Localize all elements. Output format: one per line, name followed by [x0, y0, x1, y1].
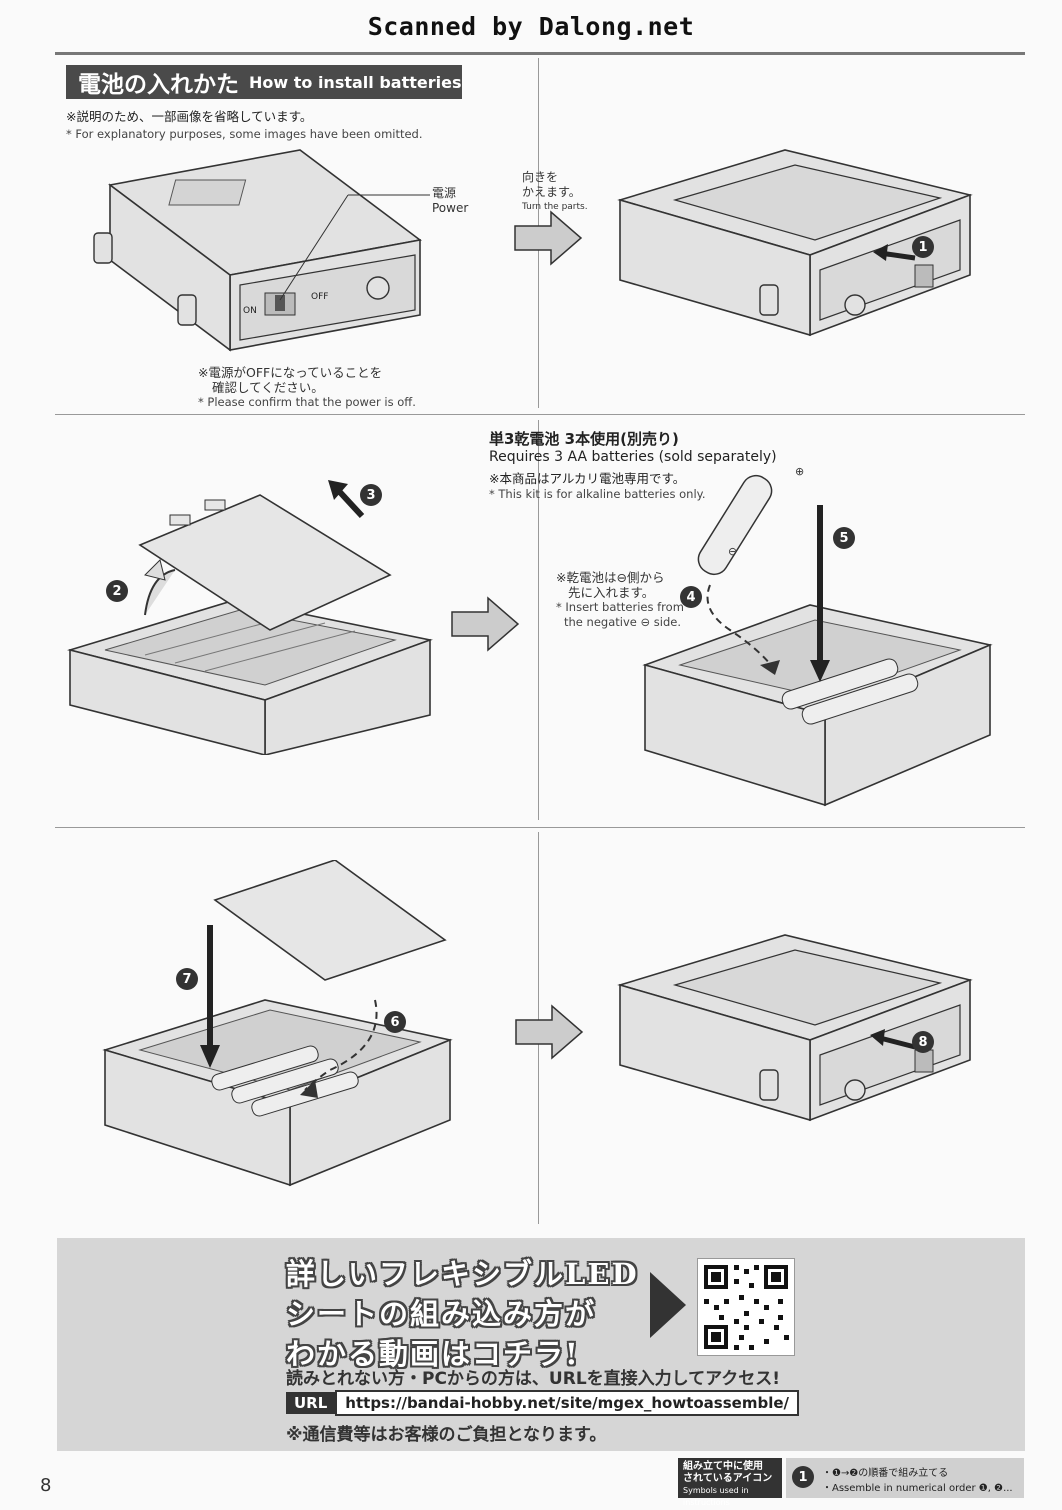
step-8-badge: 8 — [912, 1031, 934, 1053]
banner-headline-1: 詳しいフレキシブルLED — [286, 1257, 639, 1291]
step-4-badge: 4 — [680, 586, 702, 608]
url-label: URL — [286, 1392, 336, 1414]
legend-title: 組み立て中に使用 されているアイコン Symbols used in instr… — [678, 1458, 782, 1507]
insert-note-jp-1: ※乾電池は⊖側から — [556, 570, 665, 585]
omit-note: ※説明のため、一部画像を省略しています。 * For explanatory p… — [66, 106, 486, 141]
divider-horizontal-2 — [55, 827, 1025, 828]
power-label-en: Power — [432, 201, 469, 215]
remove-cover-illustration — [67, 494, 433, 755]
next-arrow-icon-3 — [515, 1004, 584, 1060]
turn-note-jp-1: 向きを — [522, 170, 559, 184]
battery-requirements: 単3乾電池 3本使用(別売り) Requires 3 AA batteries … — [489, 428, 777, 501]
svg-text:⊕: ⊕ — [795, 465, 804, 478]
power-label-jp: 電源 — [432, 186, 457, 200]
legend-title-en: Symbols used in instructions — [683, 1486, 749, 1507]
step-7-badge: 7 — [176, 968, 198, 990]
insert-batteries-illustration: ⊖ ⊕ — [642, 465, 993, 807]
switch-on-label: ON — [243, 306, 257, 316]
turn-note: 向きを かえます。 Turn the parts. — [522, 170, 588, 215]
legend-badge: 1 — [792, 1466, 814, 1488]
divider-vertical-2 — [538, 420, 539, 820]
divider-horizontal-1 — [55, 414, 1025, 415]
section-title: 電池の入れかた How to install batteries — [66, 65, 462, 99]
battery-req-en: Requires 3 AA batteries (sold separately… — [489, 449, 777, 465]
legend-title-jp-1: 組み立て中に使用 — [683, 1461, 763, 1472]
omit-note-en: * For explanatory purposes, some images … — [66, 127, 423, 141]
page-number: 8 — [40, 1475, 52, 1496]
battery-box-front-illustration — [93, 149, 430, 352]
power-label: 電源 Power — [432, 186, 468, 216]
battery-req-jp: 単3乾電池 3本使用(別売り) — [489, 430, 679, 448]
closed-box-illustration — [617, 934, 973, 1122]
banner-headline: 詳しいフレキシブルLED シートの組み込み方が わかる動画はコチラ! — [286, 1254, 639, 1374]
battery-box-back-illustration — [617, 149, 973, 337]
step-3-badge: 3 — [360, 484, 382, 506]
lift-arrow-icon — [328, 480, 365, 519]
battery-req-note-jp: ※本商品はアルカリ電池専用です。 — [489, 471, 686, 486]
step-1-badge: 1 — [912, 236, 934, 258]
title-jp: 電池の入れかた — [78, 72, 239, 98]
next-arrow-icon-2 — [451, 596, 520, 652]
scanner-watermark: Scanned by Dalong.net — [367, 12, 695, 41]
power-confirm-note: ※電源がOFFになっていることを 確認してください。 * Please conf… — [198, 365, 416, 410]
url-link[interactable]: https://bandai-hobby.net/site/mgex_howto… — [335, 1390, 799, 1416]
legend-order-en: ・Assemble in numerical order ❶, ❷... — [822, 1483, 1013, 1494]
legend-title-jp-2: されているアイコン — [683, 1473, 773, 1484]
insert-note: ※乾電池は⊖側から 先に入れます。 * Insert batteries fro… — [556, 570, 684, 630]
insert-note-en-1: * Insert batteries from — [556, 600, 684, 614]
top-rule — [55, 52, 1025, 55]
fee-note: ※通信費等はお客様のご負担となります。 — [286, 1425, 607, 1445]
insert-note-jp-2: 先に入れます。 — [568, 585, 655, 600]
title-en: How to install batteries — [249, 72, 462, 92]
power-confirm-jp-1: ※電源がOFFになっていることを — [198, 365, 383, 380]
attach-cover-illustration — [102, 860, 453, 1187]
battery-req-note-en: * This kit is for alkaline batteries onl… — [489, 487, 706, 501]
power-confirm-jp-2: 確認してください。 — [212, 380, 324, 395]
switch-off-label: OFF — [311, 292, 329, 302]
omit-note-jp: ※説明のため、一部画像を省略しています。 — [66, 109, 313, 124]
url-row: URL https://bandai-hobby.net/site/mgex_h… — [286, 1390, 799, 1416]
legend-order-jp: ・❶→❷の順番で組み立てる — [822, 1468, 949, 1479]
qr-code-icon — [704, 1265, 789, 1350]
banner-access-line: 読みとれない方・PCからの方は、URLを直接入力してアクセス! — [286, 1369, 781, 1389]
turn-note-en: Turn the parts. — [522, 202, 588, 212]
banner-headline-2: シートの組み込み方が — [286, 1297, 597, 1331]
step-5-badge: 5 — [833, 527, 855, 549]
step-6-badge: 6 — [384, 1011, 406, 1033]
step-2-badge: 2 — [106, 580, 128, 602]
banner-headline-3: わかる動画はコチラ! — [286, 1337, 580, 1371]
insert-note-en-2: the negative ⊖ side. — [564, 615, 681, 629]
qr-code[interactable] — [697, 1258, 795, 1356]
next-arrow-icon — [514, 210, 583, 266]
turn-note-jp-2: かえます。 — [522, 185, 581, 199]
play-triangle-icon — [650, 1272, 686, 1338]
svg-text:⊖: ⊖ — [728, 545, 737, 558]
legend-content: 1 ・❶→❷の順番で組み立てる ・Assemble in numerical o… — [786, 1458, 1024, 1498]
power-confirm-en: * Please confirm that the power is off. — [198, 395, 416, 409]
